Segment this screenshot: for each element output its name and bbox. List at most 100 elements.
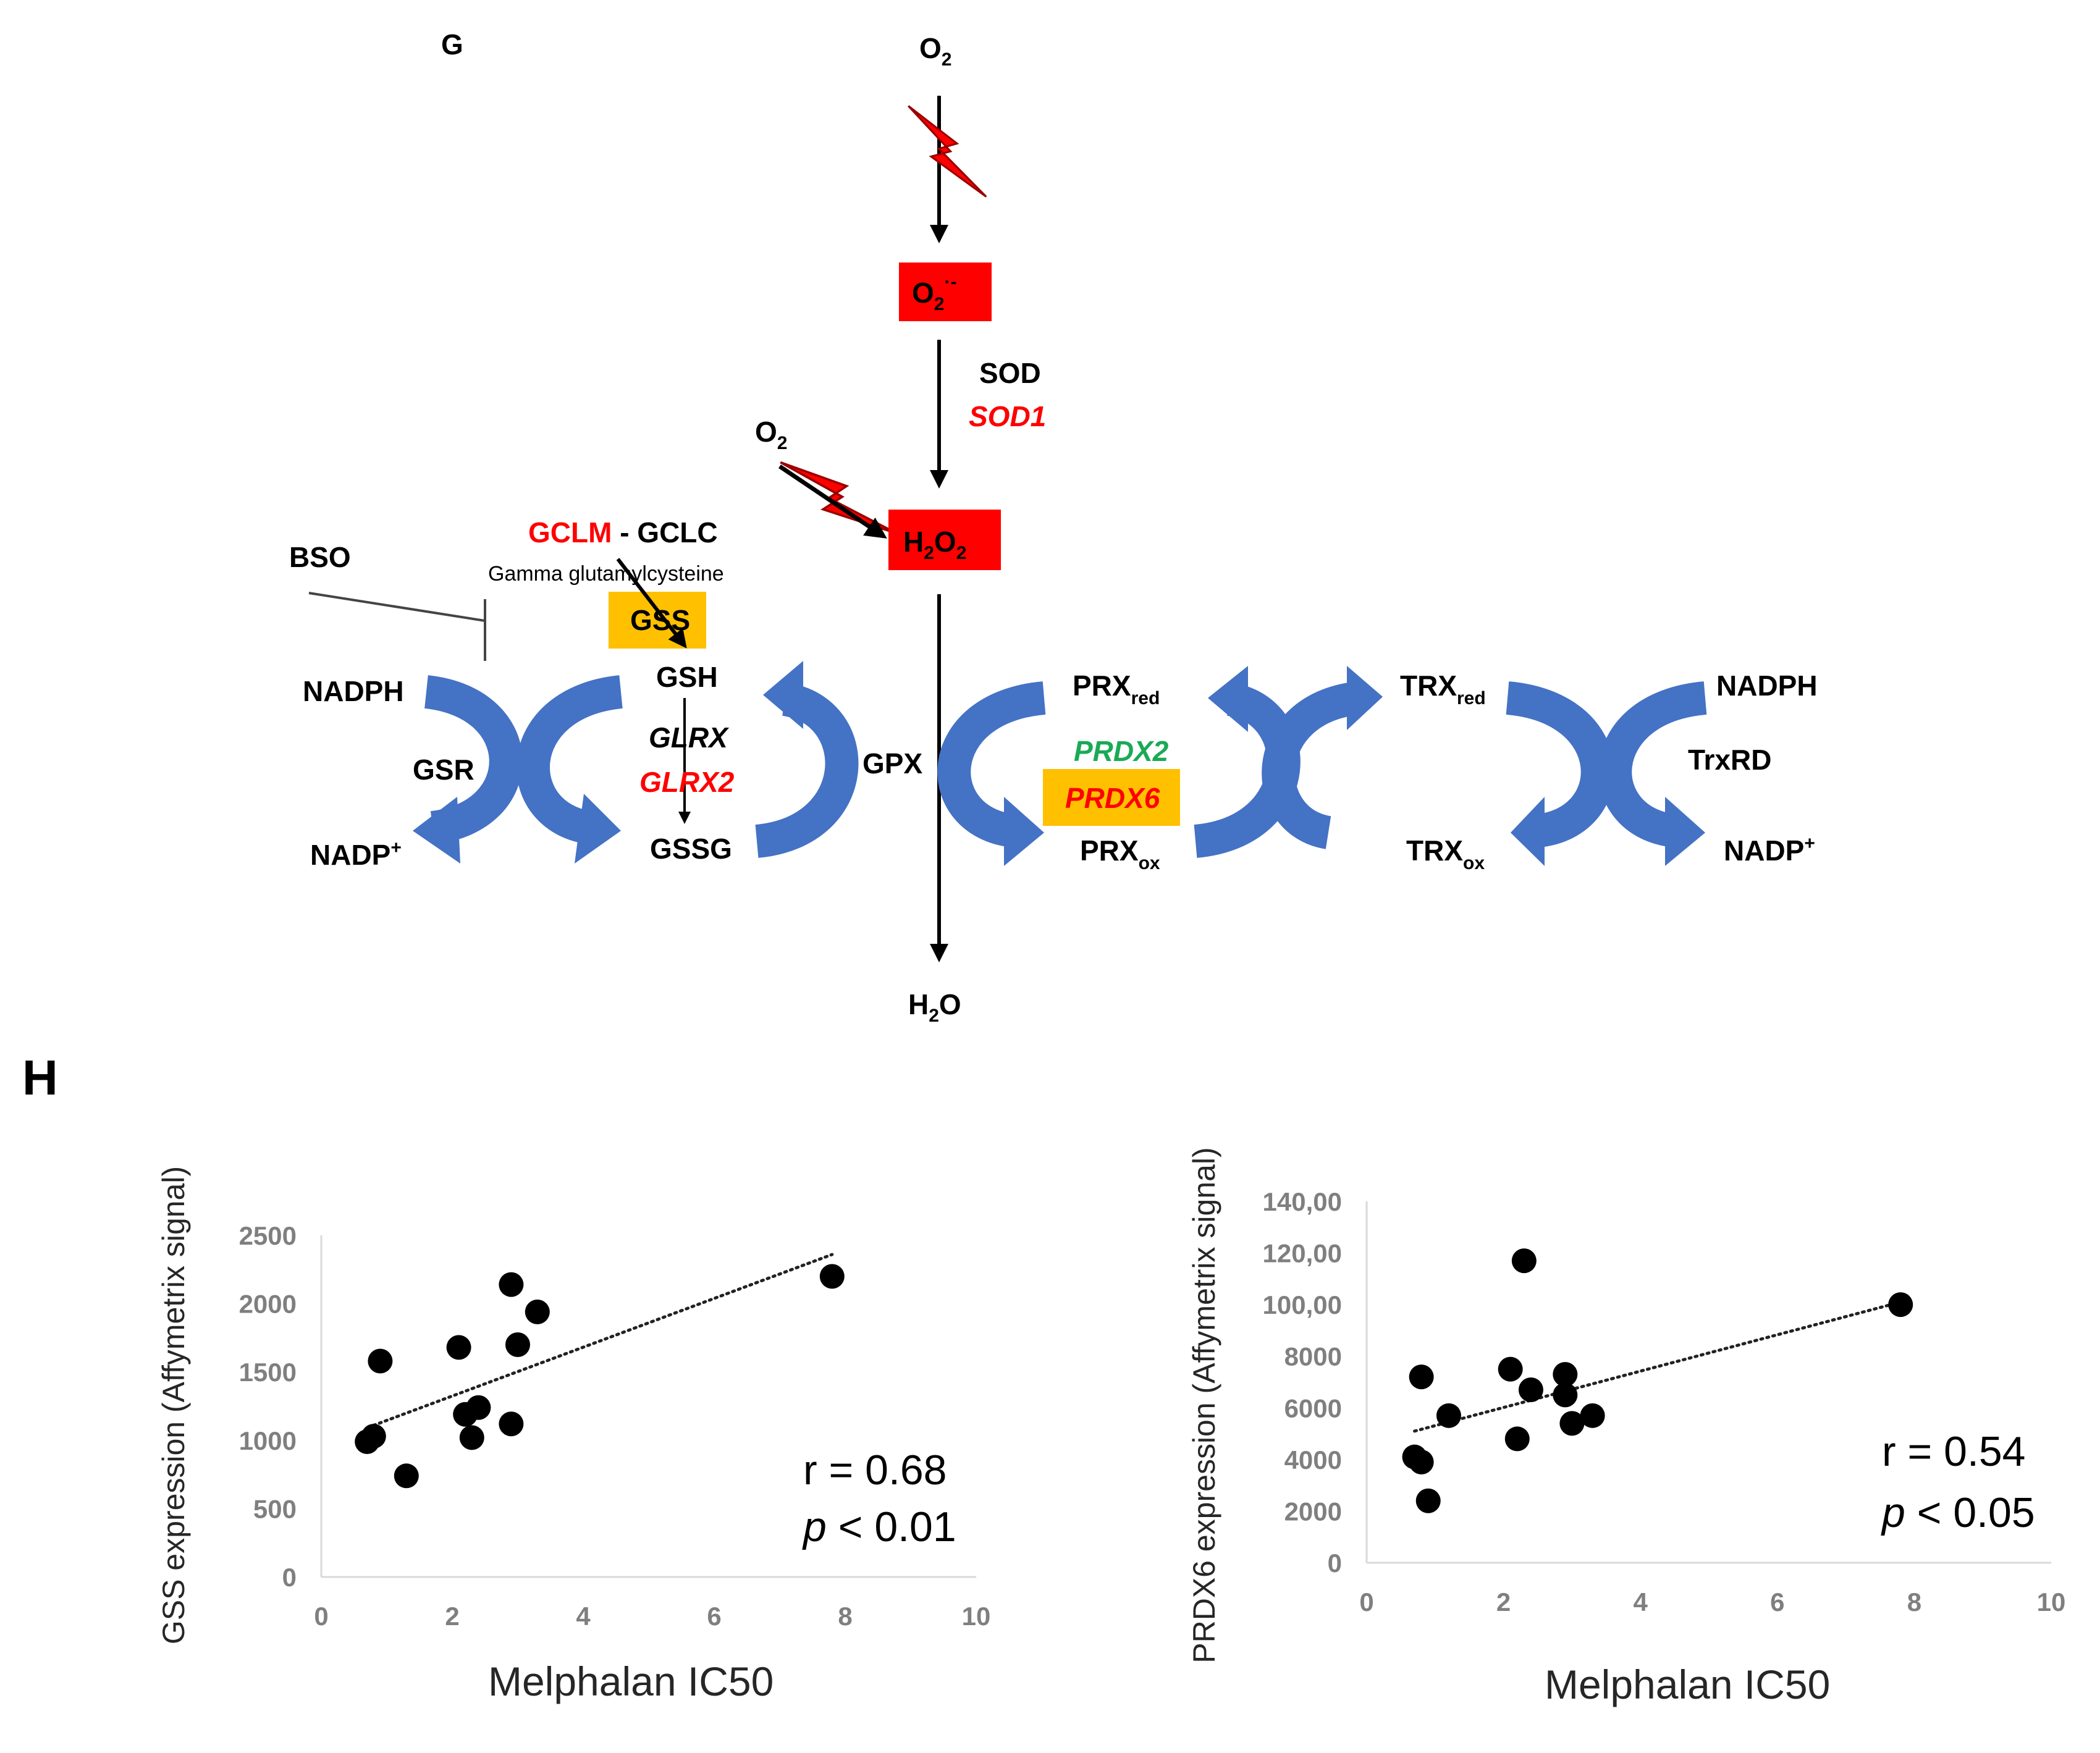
x-tick-label: 4 bbox=[1634, 1587, 1648, 1616]
y-tick-label: 100,00 bbox=[1263, 1290, 1342, 1319]
cycle-arrow-trx-left bbox=[1262, 666, 1383, 849]
data-point bbox=[1511, 1248, 1537, 1274]
data-point bbox=[505, 1332, 530, 1357]
trendline bbox=[372, 1253, 834, 1427]
data-point bbox=[1518, 1377, 1543, 1403]
prx-red-label: PRXred bbox=[1073, 670, 1160, 708]
cycle-arrow-gsr-right bbox=[517, 675, 623, 864]
y-axis-label: GSS expression (Affymetrix signal) bbox=[156, 1166, 191, 1644]
y-tick-label: 0 bbox=[1328, 1549, 1342, 1578]
cycle-arrow-gpx bbox=[754, 661, 859, 858]
data-point bbox=[1580, 1403, 1605, 1428]
nadph-right-label: NADPH bbox=[1716, 670, 1818, 702]
gsr-label: GSR bbox=[413, 754, 474, 786]
x-tick-label: 0 bbox=[314, 1602, 328, 1631]
trx-red-label: TRXred bbox=[1400, 670, 1486, 708]
x-axis-label: Melphalan IC50 bbox=[488, 1658, 774, 1704]
nadph-left-label: NADPH bbox=[303, 675, 404, 707]
h2o2-label: H2O2 bbox=[903, 526, 966, 563]
y-tick-label: 1500 bbox=[239, 1358, 297, 1387]
cycle-arrow-prx-left bbox=[937, 681, 1046, 866]
data-point bbox=[1498, 1356, 1523, 1382]
prdx6-box bbox=[1043, 769, 1180, 826]
oxygen-side-label: O2 bbox=[755, 416, 787, 453]
x-tick-label: 2 bbox=[445, 1602, 459, 1631]
y-tick-label: 140,00 bbox=[1263, 1187, 1342, 1216]
data-point bbox=[525, 1299, 550, 1324]
h2o2-box bbox=[888, 510, 1001, 570]
data-point bbox=[1436, 1403, 1461, 1428]
y-tick-label: 4000 bbox=[1284, 1445, 1342, 1474]
gpx-label: GPX bbox=[862, 747, 922, 780]
gclm-gclc-label: GCLM - GCLC bbox=[528, 516, 718, 549]
x-tick-label: 10 bbox=[962, 1602, 991, 1631]
x-tick-label: 2 bbox=[1496, 1587, 1511, 1616]
data-point bbox=[1504, 1426, 1530, 1452]
trx-ox-label: TRXox bbox=[1406, 834, 1485, 873]
data-point bbox=[1553, 1361, 1578, 1387]
gss-label: GSS bbox=[630, 604, 690, 636]
y-tick-label: 1000 bbox=[239, 1426, 297, 1455]
panel-g-label: G bbox=[441, 28, 463, 61]
y-tick-label: 2000 bbox=[239, 1290, 297, 1319]
panel-g: G O2 O2·- SOD SOD1 O2 H2O2 H2O GCLM - GC… bbox=[289, 28, 1818, 1026]
y-tick-label: 500 bbox=[253, 1494, 297, 1523]
y-tick-label: 2000 bbox=[1284, 1497, 1342, 1526]
y-tick-label: 120,00 bbox=[1263, 1239, 1342, 1268]
x-tick-label: 6 bbox=[707, 1602, 721, 1631]
x-tick-label: 6 bbox=[1770, 1587, 1784, 1616]
correlation-label: r = 0.68 bbox=[803, 1447, 947, 1494]
arrow-gamma-to-gsh bbox=[616, 558, 687, 649]
lightning-icon-top bbox=[907, 104, 987, 198]
y-tick-label: 8000 bbox=[1284, 1342, 1342, 1371]
prx-ox-label: PRXox bbox=[1080, 834, 1160, 873]
gssg-label: GSSG bbox=[650, 833, 732, 865]
data-point bbox=[1553, 1382, 1578, 1408]
data-point bbox=[466, 1395, 491, 1420]
glrx2-label: GLRX2 bbox=[639, 766, 735, 798]
y-tick-label: 0 bbox=[282, 1563, 297, 1592]
cycle-arrow-trx-right bbox=[1506, 681, 1614, 866]
nadp-right-label: NADP+ bbox=[1724, 833, 1815, 867]
glrx-label: GLRX bbox=[649, 721, 729, 754]
water-label: H2O bbox=[908, 988, 961, 1026]
x-tick-label: 8 bbox=[838, 1602, 852, 1631]
data-point bbox=[1409, 1450, 1434, 1475]
trxrd-label: TrxRD bbox=[1688, 744, 1771, 776]
nadp-left-label: NADP+ bbox=[310, 838, 402, 871]
sod1-label: SOD1 bbox=[969, 400, 1046, 432]
cycle-arrow-gsr-left bbox=[413, 675, 523, 864]
data-point bbox=[1415, 1488, 1441, 1513]
gsh-label: GSH bbox=[656, 661, 718, 693]
prdx2-label: PRDX2 bbox=[1074, 735, 1169, 767]
panel-h-label: H bbox=[22, 1050, 58, 1105]
correlation-label: r = 0.54 bbox=[1882, 1428, 2026, 1475]
data-point bbox=[819, 1264, 845, 1289]
x-tick-label: 4 bbox=[576, 1602, 591, 1631]
x-tick-label: 0 bbox=[1359, 1587, 1373, 1616]
p-value-label: p < 0.05 bbox=[1881, 1489, 2035, 1536]
cycle-arrow-trxrd-left bbox=[1598, 681, 1707, 866]
data-point bbox=[1409, 1364, 1434, 1390]
x-tick-label: 8 bbox=[1907, 1587, 1921, 1616]
data-point bbox=[361, 1424, 386, 1449]
gamma-glutamylcysteine-label: Gamma glutamylcysteine bbox=[488, 562, 724, 586]
bso-inhibition-line bbox=[308, 592, 486, 622]
arrow-o2-to-h2o2 bbox=[778, 465, 887, 539]
lightning-icon-side bbox=[779, 434, 898, 563]
data-point bbox=[499, 1411, 524, 1437]
prdx6-label: PRDX6 bbox=[1065, 782, 1160, 814]
data-point bbox=[368, 1348, 393, 1374]
data-point bbox=[499, 1272, 524, 1297]
gss-box bbox=[609, 592, 706, 649]
superoxide-label: O2·- bbox=[912, 272, 956, 314]
data-point bbox=[1559, 1411, 1585, 1436]
y-tick-label: 2500 bbox=[239, 1221, 297, 1250]
y-axis-label: PRDX6 expression (Affymetrix signal) bbox=[1187, 1147, 1221, 1663]
x-tick-label: 10 bbox=[2037, 1587, 2066, 1616]
data-point bbox=[394, 1463, 419, 1489]
x-axis-label: Melphalan IC50 bbox=[1545, 1662, 1830, 1707]
